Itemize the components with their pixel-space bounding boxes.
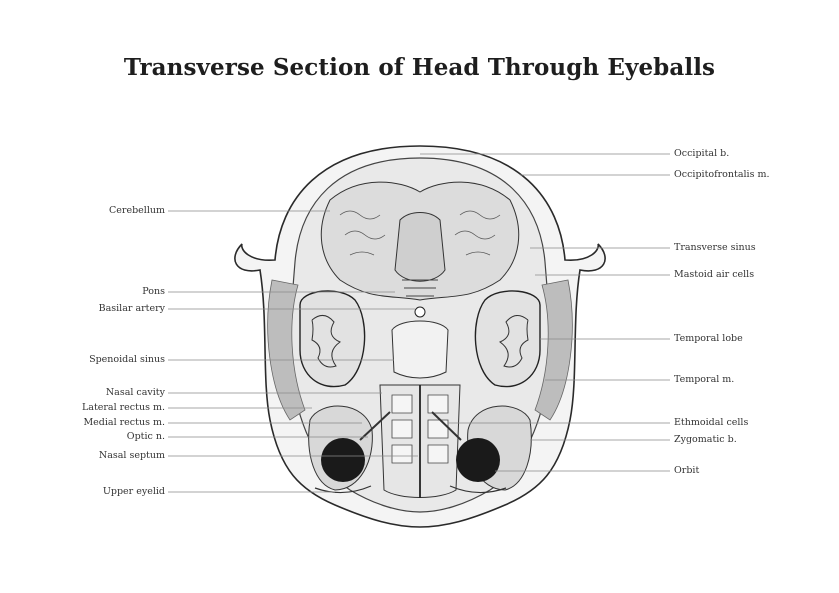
label-nasal-septum: Nasal septum [98, 450, 165, 461]
label-optic-nerve: Optic n. [126, 431, 165, 442]
leader-lines [168, 153, 670, 493]
label-occipitofrontalis: Occipitofrontalis m. [674, 169, 770, 180]
optic-nerve-right [431, 411, 462, 441]
temporal-lobe-left-gyri [311, 315, 342, 368]
ethmoidal-cells [391, 394, 449, 464]
upper-eyelid-right [449, 485, 507, 494]
label-basilar-artery: Basilar artery [98, 303, 165, 314]
label-occipital-b: Occipital b. [674, 148, 730, 159]
label-medial-rectus: Medial rectus m. [83, 417, 165, 428]
label-upper-eyelid: Upper eyelid [102, 486, 165, 497]
label-ethmoidal-cells: Ethmoidal cells [674, 417, 749, 428]
label-orbit: Orbit [674, 465, 700, 476]
label-zygomatic-b: Zygomatic b. [674, 434, 737, 445]
pons [394, 212, 446, 282]
diagram-title: Transverse Section of Head Through Eyeba… [123, 54, 716, 81]
label-pons: Pons [142, 286, 165, 297]
label-nasal-cavity: Nasal cavity [105, 387, 165, 398]
eyeball-left [321, 438, 365, 482]
upper-eyelid-left [314, 485, 372, 494]
label-lateral-rectus: Lateral rectus m. [81, 402, 165, 413]
temporal-muscle-right [534, 279, 573, 421]
cerebellum-folia [339, 210, 501, 256]
label-temporal-lobe: Temporal lobe [674, 333, 743, 344]
label-mastoid-air-cells: Mastoid air cells [674, 269, 755, 280]
label-spenoidal-sinus: Spenoidal sinus [89, 354, 165, 365]
eyeball-right [456, 438, 500, 482]
temporal-lobe-right-gyri [498, 315, 529, 368]
pons-striations [402, 279, 438, 297]
label-transverse-sinus: Transverse sinus [674, 242, 756, 253]
temporal-lobe-right [474, 290, 541, 388]
temporal-muscle-left [267, 279, 306, 421]
basilar-artery [414, 306, 426, 318]
label-cerebellum: Cerebellum [109, 205, 165, 216]
sphenoidal-sinus [391, 320, 449, 379]
optic-nerve-left [359, 411, 391, 441]
temporal-lobe-left [299, 290, 366, 388]
label-temporal-m: Temporal m. [674, 374, 735, 385]
